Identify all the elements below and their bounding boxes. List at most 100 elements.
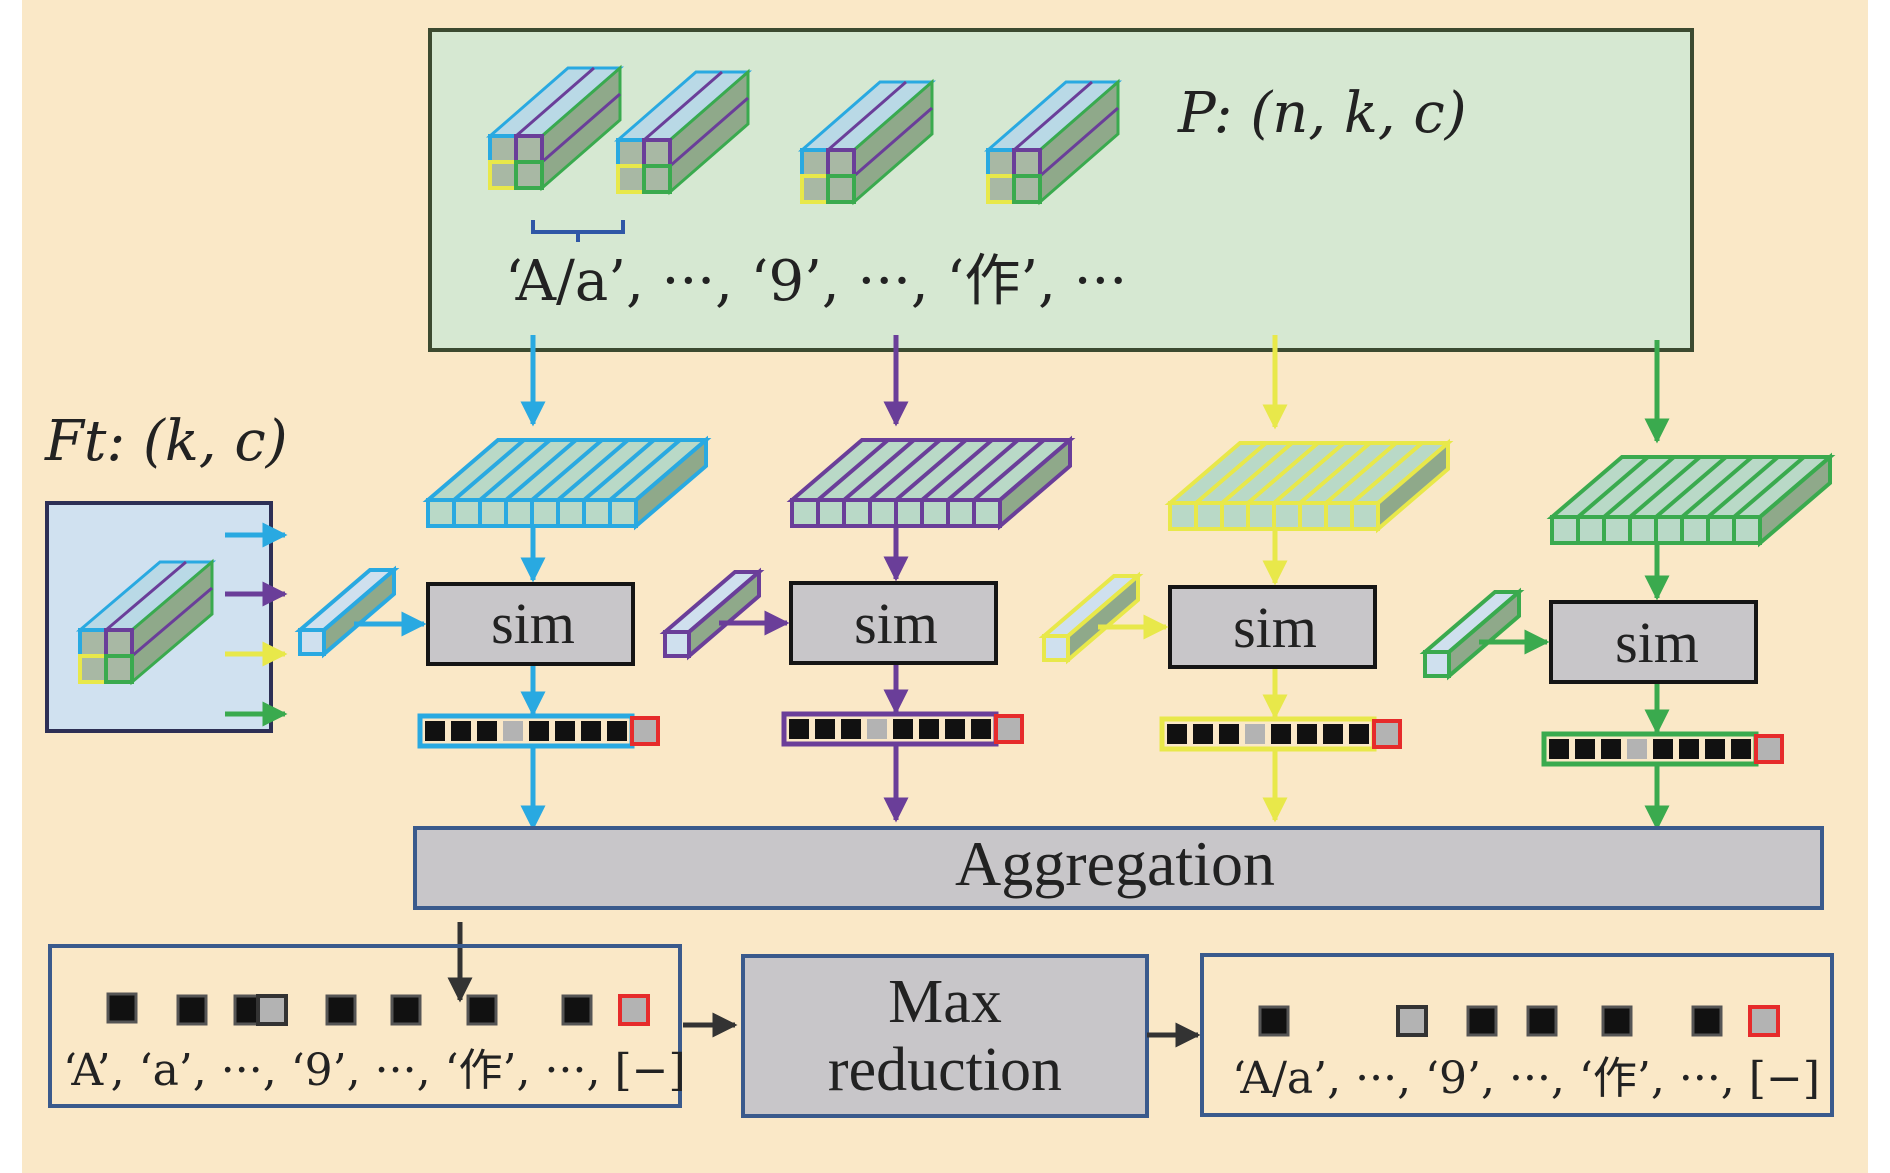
right-square xyxy=(1258,1005,1290,1037)
prototype-cuboid-1 xyxy=(485,64,625,192)
score-cell xyxy=(1245,724,1265,744)
left-square xyxy=(561,994,593,1026)
prototype-cuboid-3-cell xyxy=(826,148,856,178)
slab-stripe xyxy=(1272,441,1346,505)
left-output-chars-line: ‘A’, ‘a’, ···, ‘9’, ···, ‘作’, ···, [−] xyxy=(63,1045,686,1096)
prototype-cuboid-1-cell xyxy=(514,160,544,190)
left-square xyxy=(325,994,357,1026)
score-cell xyxy=(425,721,445,741)
prototype-cuboid-3-cell xyxy=(826,174,856,204)
sim-label-purple: sim xyxy=(854,591,938,656)
prototype-cuboid-4-cell xyxy=(986,148,1016,178)
slab-cell xyxy=(1298,501,1328,531)
max-reduction-line1: Max xyxy=(888,968,1002,1036)
left-square xyxy=(618,994,650,1026)
slab-stripe xyxy=(504,438,578,502)
feature-label: Ft: (k, c) xyxy=(44,409,288,474)
feature-cuboid-block xyxy=(75,558,217,686)
feature-cuboid-block-top-divider xyxy=(105,560,187,632)
sim-label-yellow: sim xyxy=(1233,595,1317,660)
score-cell xyxy=(1271,724,1291,744)
slab-stripe xyxy=(972,438,1046,502)
right-square xyxy=(1396,1005,1428,1037)
slab-cell xyxy=(894,498,924,528)
right-square xyxy=(1466,1005,1498,1037)
feature-cuboid xyxy=(75,558,217,686)
slab-stripe xyxy=(1576,455,1650,519)
prototype-cuboid-3-top-divider xyxy=(827,80,907,152)
prototype-cuboid-2-cell xyxy=(642,138,672,168)
right-output-box xyxy=(1200,953,1834,1117)
right-output-squares xyxy=(1258,1005,1780,1037)
prototype-cuboid-2 xyxy=(613,68,753,196)
score-cell xyxy=(1167,724,1187,744)
left-square xyxy=(466,994,498,1026)
prototype-cuboid-1-cell xyxy=(488,160,518,190)
prototype-cuboid-4-cell xyxy=(986,174,1016,204)
branch-yellow xyxy=(1038,335,1454,823)
left-square xyxy=(176,994,208,1026)
slab-cell xyxy=(556,498,586,528)
branch-green xyxy=(1419,340,1836,831)
sim-label-green: sim xyxy=(1615,610,1699,675)
slab-stripe xyxy=(920,438,994,502)
prototype-cuboid-4 xyxy=(983,78,1123,206)
prototype-cuboid-3-cell xyxy=(800,148,830,178)
branches xyxy=(294,335,1836,831)
score-cell xyxy=(1653,739,1673,759)
prototype-cuboid-3 xyxy=(797,78,937,206)
slab-stripe xyxy=(1732,455,1806,519)
slab-cell xyxy=(1602,515,1632,545)
slab-stripe xyxy=(1324,441,1398,505)
prototype-cuboid-2-top-divider xyxy=(643,70,723,142)
slab-cell xyxy=(1732,515,1762,545)
score-cell xyxy=(1549,739,1569,759)
right-square xyxy=(1601,1005,1633,1037)
sim-box-purple xyxy=(789,581,998,665)
slab-cell xyxy=(1272,501,1302,531)
query-column-front-blue xyxy=(298,628,326,656)
prototype-cuboid-1-cell xyxy=(488,134,518,164)
slab-stripe xyxy=(1350,441,1424,505)
left-square xyxy=(256,994,288,1026)
score-cell-blank-blue xyxy=(630,716,660,746)
score-cell xyxy=(529,721,549,741)
slab-cell xyxy=(582,498,612,528)
max-reduction-line2: reduction xyxy=(828,1036,1062,1104)
slab-stripe xyxy=(1680,455,1754,519)
slab-stripe xyxy=(478,438,552,502)
feature-cuboid-block-cell xyxy=(78,654,108,684)
slab-stripe xyxy=(582,438,656,502)
score-cell xyxy=(1219,724,1239,744)
slab-cell xyxy=(842,498,872,528)
score-cell xyxy=(945,719,965,739)
branch-blue xyxy=(294,335,712,831)
slab-stripe xyxy=(1246,441,1320,505)
prototype-cuboid-4-side-divider xyxy=(1039,106,1119,178)
slab-cell xyxy=(478,498,508,528)
score-cell xyxy=(1627,739,1647,759)
score-cell xyxy=(1601,739,1621,759)
prototype-cuboid-2-cell xyxy=(616,164,646,194)
slab-stripe xyxy=(1220,441,1294,505)
slab-cell xyxy=(1350,501,1380,531)
score-cell xyxy=(1731,739,1751,759)
prototype-cuboid-4-cell xyxy=(1012,148,1042,178)
slab-cell xyxy=(920,498,950,528)
branch-purple xyxy=(659,335,1076,823)
slab-cell xyxy=(1628,515,1658,545)
left-output-box xyxy=(48,944,682,1108)
slab-cell xyxy=(1220,501,1250,531)
slab-cell xyxy=(1246,501,1276,531)
score-cell xyxy=(477,721,497,741)
score-cell-blank-purple xyxy=(994,714,1024,744)
sim-box-green xyxy=(1549,600,1758,684)
query-column-front-purple xyxy=(663,630,691,658)
slab-stripe xyxy=(452,438,526,502)
right-square xyxy=(1748,1005,1780,1037)
slab-cell xyxy=(1550,515,1580,545)
slab-stripe xyxy=(894,438,968,502)
slab-cell xyxy=(1654,515,1684,545)
slab-stripe xyxy=(1654,455,1728,519)
